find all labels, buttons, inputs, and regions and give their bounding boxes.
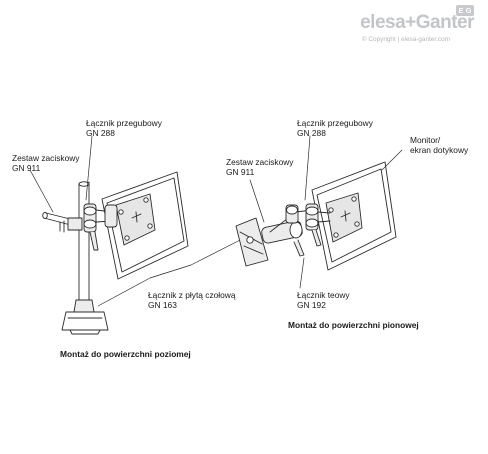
label-right-clamp: Zestaw zaciskowy GN 911 <box>226 157 293 177</box>
label-right-clamp-name: Zestaw zaciskowy <box>226 157 294 167</box>
label-left-hinge-name: Łącznik przegubowy <box>86 118 162 128</box>
label-right-tee: Łącznik teowy GN 192 <box>297 290 350 310</box>
right-wall-plate <box>235 217 269 267</box>
label-right-hinge-code: GN 288 <box>297 128 326 138</box>
caption-horizontal-mount: Montaż do powierzchni poziomej <box>60 349 191 359</box>
label-right-hinge-name: Łącznik przegubowy <box>297 118 373 128</box>
label-left-plate-code: GN 163 <box>148 300 177 310</box>
label-right-hinge: Łącznik przegubowy GN 288 <box>297 118 373 138</box>
label-left-plate: Łącznik z płytą czołową GN 163 <box>148 290 236 310</box>
label-left-clamp: Zestaw zaciskowy GN 911 <box>12 153 79 173</box>
label-right-tee-code: GN 192 <box>297 300 326 310</box>
label-left-hinge-code: GN 288 <box>86 128 115 138</box>
left-hinge-joint <box>83 203 118 251</box>
elesa-ganter-logo: elesa+Ganter <box>360 12 474 33</box>
label-left-clamp-name: Zestaw zaciskowy <box>12 153 80 163</box>
label-right-clamp-code: GN 911 <box>226 167 255 177</box>
left-pole <box>78 181 90 301</box>
left-vesa-plate <box>115 193 156 246</box>
label-left-hinge: Łącznik przegubowy GN 288 <box>86 118 162 138</box>
label-right-monitor-line1: Monitor/ <box>410 135 441 145</box>
label-left-plate-name: Łącznik z płytą czołową <box>148 290 236 300</box>
right-tee-joint <box>261 220 305 257</box>
left-clamp-arm <box>42 212 83 233</box>
label-right-monitor: Monitor/ ekran dotykowy <box>410 135 468 155</box>
right-vesa-plate <box>325 192 363 243</box>
caption-vertical-mount: Montaż do powierzchni pionowej <box>288 320 419 330</box>
label-left-clamp-code: GN 911 <box>12 163 41 173</box>
right-clamp-arm <box>269 204 313 233</box>
left-base <box>61 299 109 335</box>
copyright-note: © Copyright | elesa-ganter.com <box>361 36 450 43</box>
right-hinge-joint <box>305 203 331 247</box>
label-right-tee-name: Łącznik teowy <box>297 290 350 300</box>
label-right-monitor-line2: ekran dotykowy <box>410 145 469 155</box>
eg-badge: E G <box>456 5 474 16</box>
